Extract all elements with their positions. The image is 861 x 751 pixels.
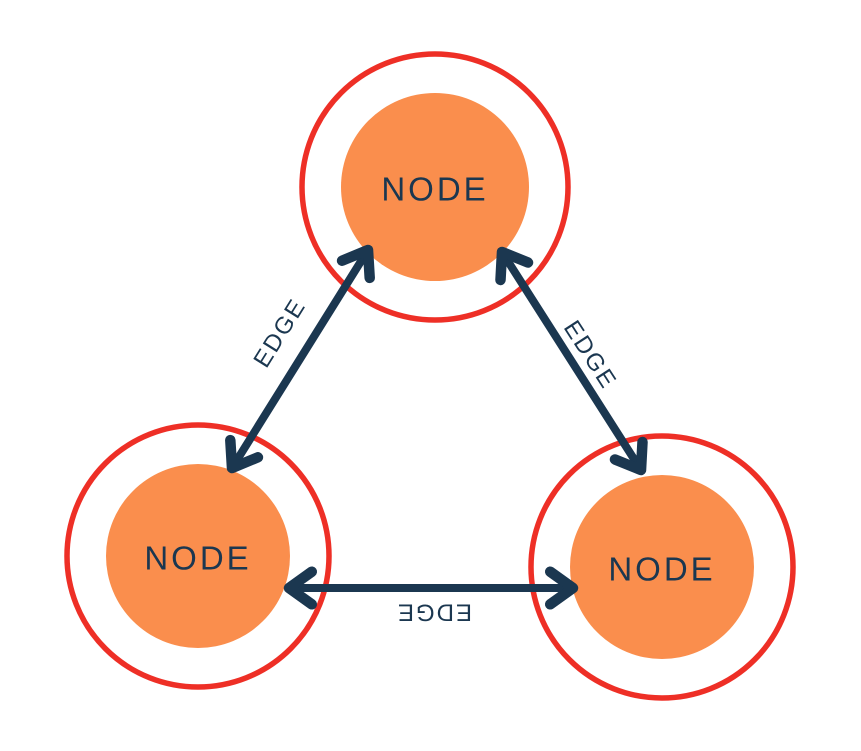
edge-top-to-bottom-right-line [498,248,645,474]
node-top: NODE [299,51,571,323]
arrowhead-icon [225,434,264,474]
arrowhead-icon [495,246,534,286]
edge-bottom-left-to-bottom-right: EDGE [283,566,579,626]
arrowhead-icon [283,566,318,610]
node-bottom-right-circle [570,475,754,659]
arrowhead-icon [544,566,579,610]
node-bottom-right: NODE [528,433,796,701]
arrowhead-icon [609,436,648,476]
node-top-label: NODE [381,171,488,208]
node-top-circle [341,93,529,281]
node-bottom-right-ring [528,433,796,701]
edge-top-to-bottom-left: EDGE [225,244,375,474]
edge-bottom-left-to-bottom-right-label: EDGE [396,599,472,626]
node-bottom-left-label: NODE [144,540,251,577]
edge-top-to-bottom-left-line [228,246,372,472]
node-bottom-left: NODE [64,422,332,690]
node-bottom-left-circle [106,464,290,648]
node-bottom-right-label: NODE [608,551,715,588]
arrowhead-icon [336,244,375,284]
node-bottom-left-ring [64,422,332,690]
edge-top-to-bottom-right: EDGE [495,246,648,476]
node-top-ring [299,51,571,323]
